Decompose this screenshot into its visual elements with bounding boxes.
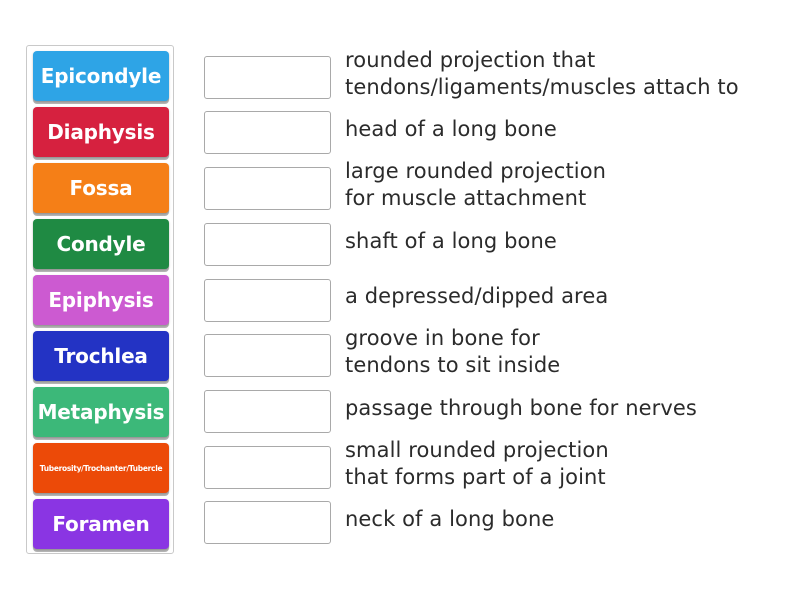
tile-fossa[interactable]: Fossa — [33, 163, 169, 213]
drop-slot-4[interactable] — [204, 223, 331, 266]
description-line: tendons/ligaments/muscles attach to — [345, 75, 739, 99]
drop-slot-6[interactable] — [204, 334, 331, 377]
tile-trochlea[interactable]: Trochlea — [33, 331, 169, 381]
description-line: that forms part of a joint — [345, 465, 606, 489]
description-line: tendons to sit inside — [345, 353, 561, 377]
description-4: shaft of a long bone — [345, 228, 557, 255]
description-3: large rounded projection for muscle atta… — [345, 158, 606, 212]
description-line: rounded projection that — [345, 48, 596, 72]
description-line: head of a long bone — [345, 117, 557, 141]
description-8: small rounded projection that forms part… — [345, 437, 609, 491]
drop-slot-3[interactable] — [204, 167, 331, 210]
description-line: shaft of a long bone — [345, 229, 557, 253]
tile-epicondyle[interactable]: Epicondyle — [33, 51, 169, 101]
description-9: neck of a long bone — [345, 506, 554, 533]
tile-foramen[interactable]: Foramen — [33, 499, 169, 549]
drop-slot-7[interactable] — [204, 390, 331, 433]
tile-metaphysis[interactable]: Metaphysis — [33, 387, 169, 437]
description-line: groove in bone for — [345, 326, 540, 350]
tile-epiphysis[interactable]: Epiphysis — [33, 275, 169, 325]
description-line: neck of a long bone — [345, 507, 555, 531]
description-7: passage through bone for nerves — [345, 395, 697, 422]
drop-slot-5[interactable] — [204, 279, 331, 322]
description-6: groove in bone for tendons to sit inside — [345, 325, 560, 379]
description-line: for muscle attachment — [345, 186, 587, 210]
description-line: a depressed/dipped area — [345, 284, 609, 308]
tile-diaphysis[interactable]: Diaphysis — [33, 107, 169, 157]
description-5: a depressed/dipped area — [345, 283, 608, 310]
tile-tuberosity-trochanter-tubercle[interactable]: Tuberosity/Trochanter/Tubercle — [33, 443, 169, 493]
description-2: head of a long bone — [345, 116, 557, 143]
drop-slot-1[interactable] — [204, 56, 331, 99]
drop-slot-8[interactable] — [204, 446, 331, 489]
tile-panel: Epicondyle Diaphysis Fossa Condyle Epiph… — [26, 45, 174, 554]
description-1: rounded projection that tendons/ligament… — [345, 47, 739, 101]
description-line: passage through bone for nerves — [345, 396, 697, 420]
description-line: small rounded projection — [345, 438, 609, 462]
description-line: large rounded projection — [345, 159, 607, 183]
drop-slot-9[interactable] — [204, 501, 331, 544]
tile-condyle[interactable]: Condyle — [33, 219, 169, 269]
drop-slot-2[interactable] — [204, 111, 331, 154]
